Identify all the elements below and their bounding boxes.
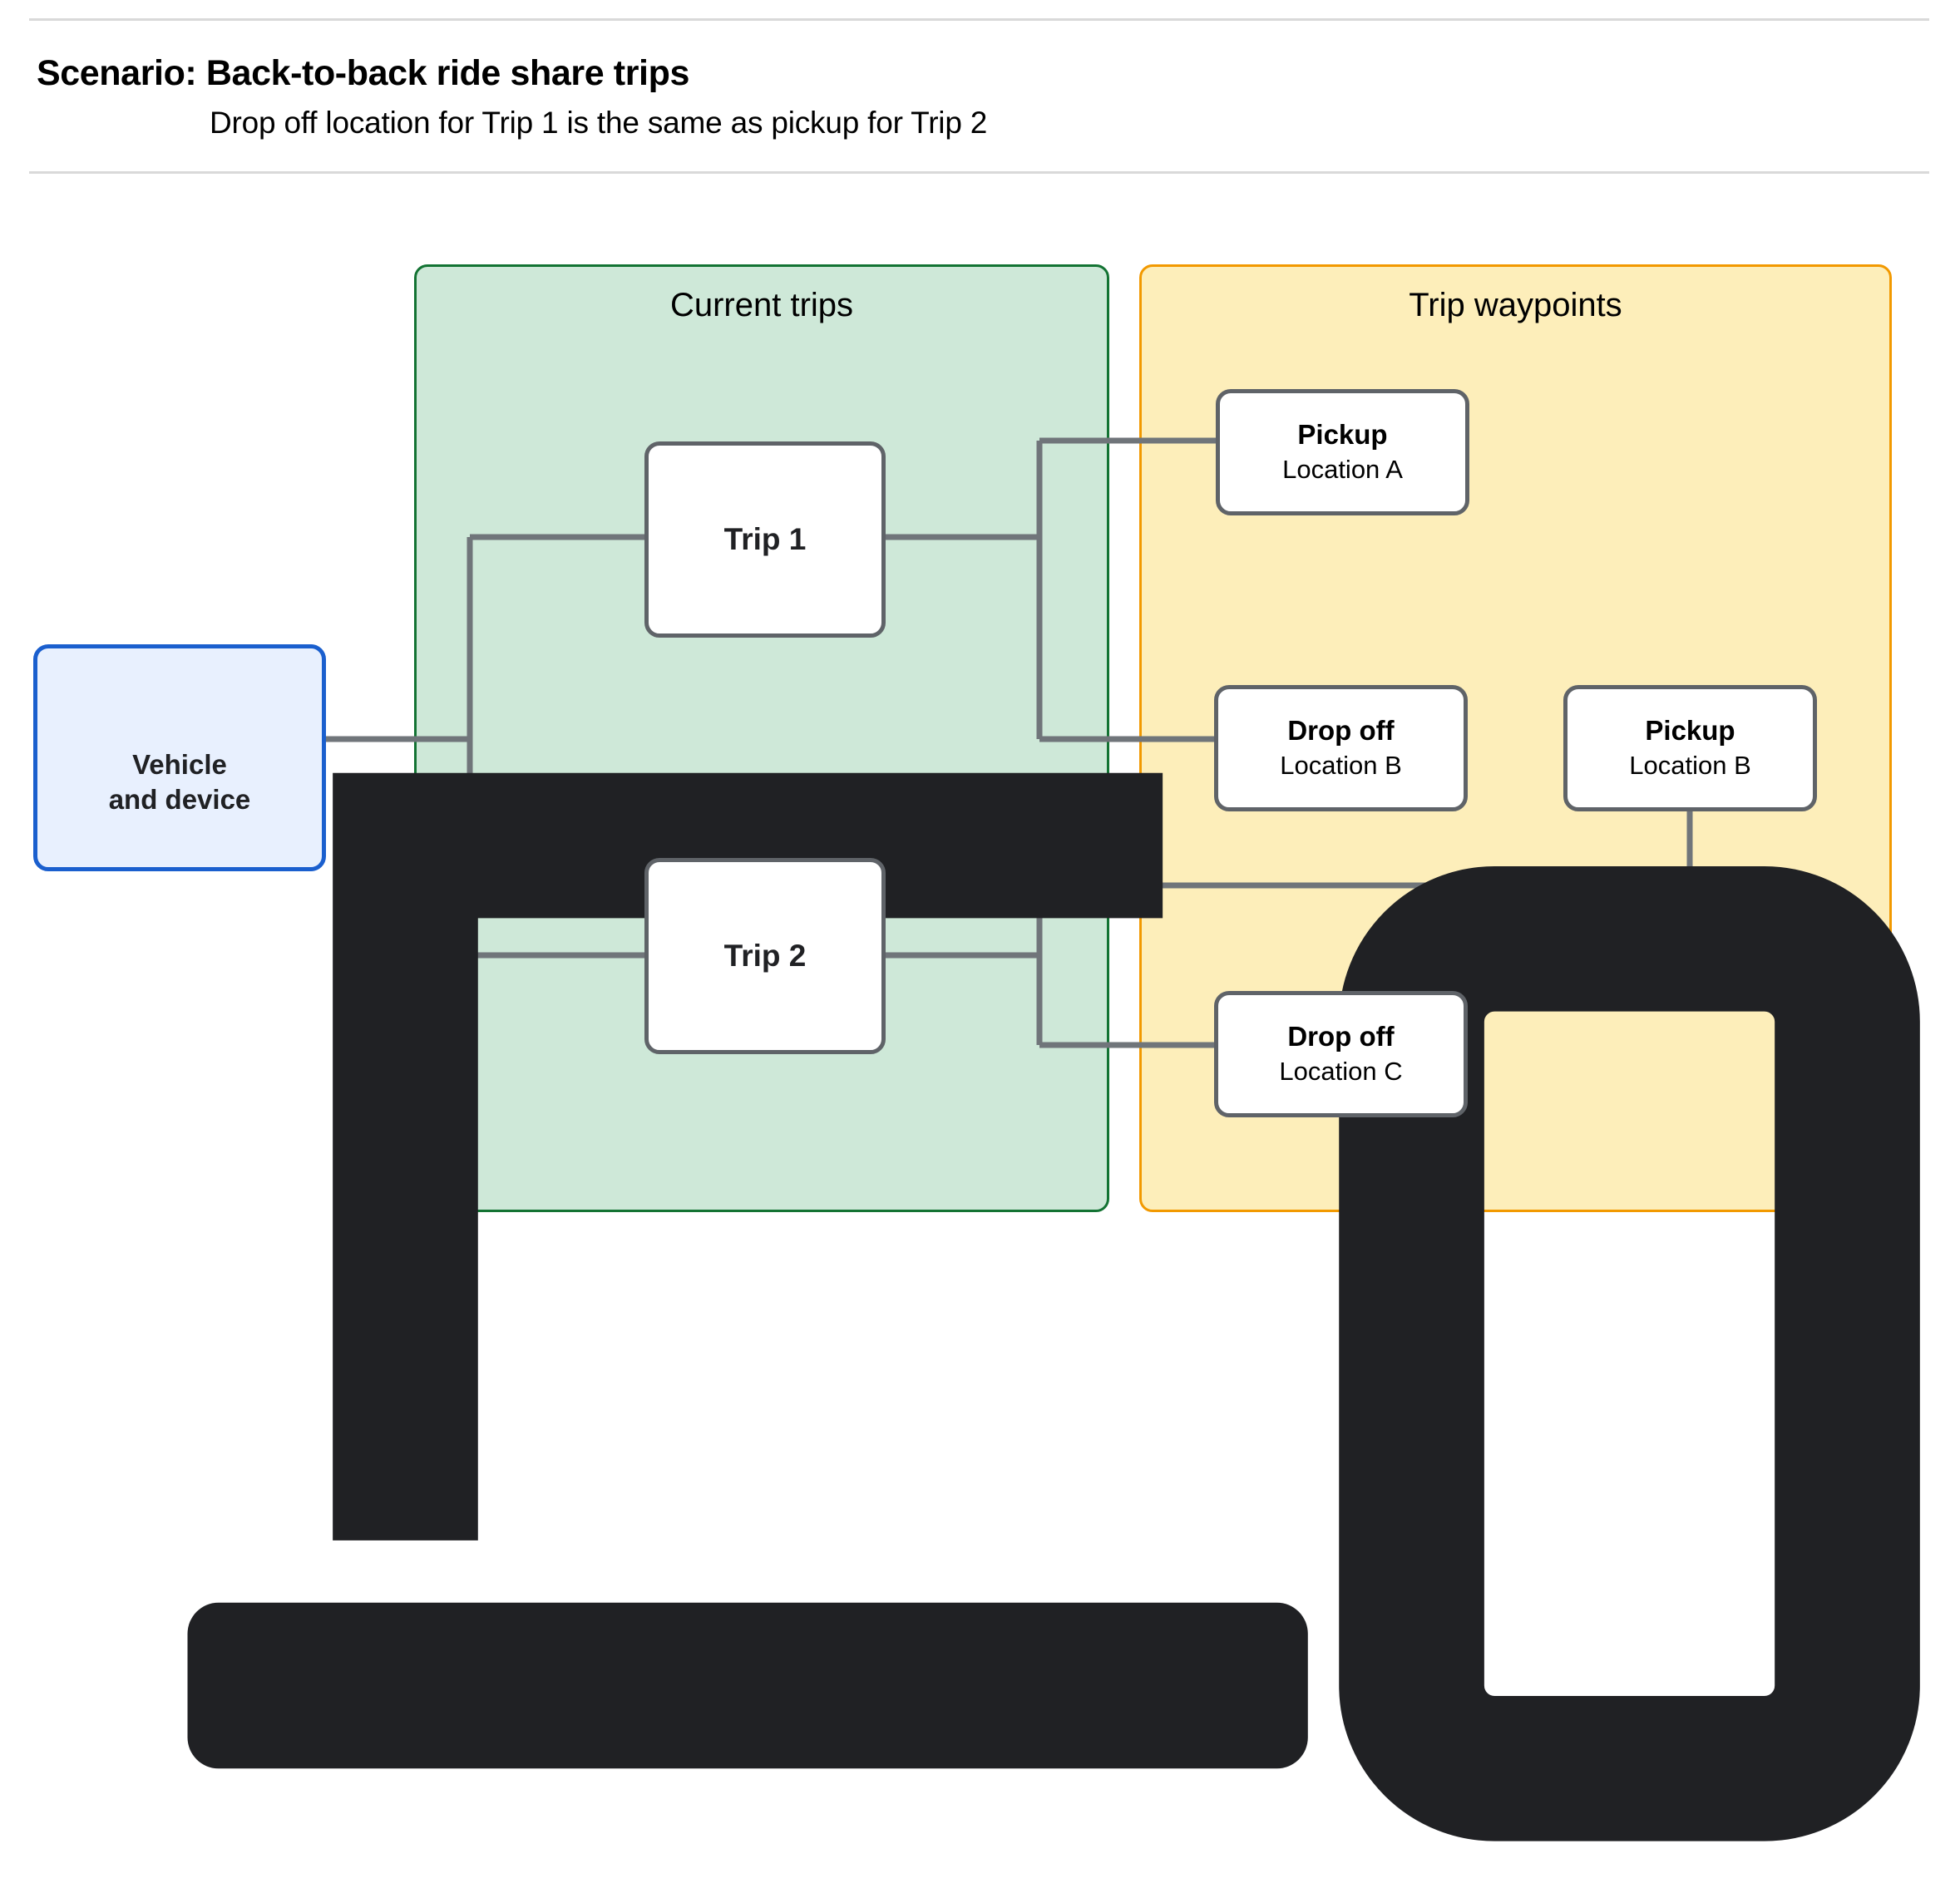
header: Scenario: Back-to-back ride share trips … [0, 0, 1960, 175]
diagram-canvas: Current trips Trip waypoints [33, 264, 1920, 1841]
node-vehicle-label: Vehicle and device [108, 748, 251, 815]
node-pickup-location-a-sub: Location A [1282, 454, 1403, 484]
node-dropoff-location-c-title: Drop off [1287, 1021, 1395, 1052]
node-trip-1[interactable]: Trip 1 [644, 441, 886, 638]
node-pickup-location-b[interactable]: Pickup Location B [1563, 685, 1817, 811]
group-current-trips-title: Current trips [669, 287, 854, 323]
node-pickup-location-b-sub: Location B [1629, 750, 1751, 780]
group-trip-waypoints-title: Trip waypoints [1409, 287, 1622, 323]
node-vehicle-and-device[interactable]: Vehicle and device [33, 644, 1920, 1841]
node-dropoff-location-b[interactable]: Drop off Location B [1214, 685, 1468, 811]
node-pickup-location-b-title: Pickup [1645, 715, 1735, 747]
node-trip-1-label: Trip 1 [723, 522, 807, 556]
page-title: Scenario: Back-to-back ride share trips [37, 53, 689, 93]
header-divider-bottom [29, 171, 1929, 174]
node-dropoff-location-c[interactable]: Drop off Location C [1214, 991, 1468, 1117]
node-dropoff-location-c-sub: Location C [1279, 1056, 1403, 1086]
page-subtitle: Drop off location for Trip 1 is the same… [210, 106, 988, 140]
header-divider-top [29, 18, 1929, 21]
node-trip-2[interactable]: Trip 2 [644, 858, 886, 1054]
node-pickup-location-a[interactable]: Pickup Location A [1216, 389, 1469, 515]
node-dropoff-location-b-sub: Location B [1280, 750, 1402, 780]
node-dropoff-location-b-title: Drop off [1287, 715, 1395, 747]
group-current-trips: Current trips [414, 264, 1109, 1212]
node-pickup-location-a-title: Pickup [1297, 419, 1388, 451]
node-trip-2-label: Trip 2 [723, 939, 807, 973]
